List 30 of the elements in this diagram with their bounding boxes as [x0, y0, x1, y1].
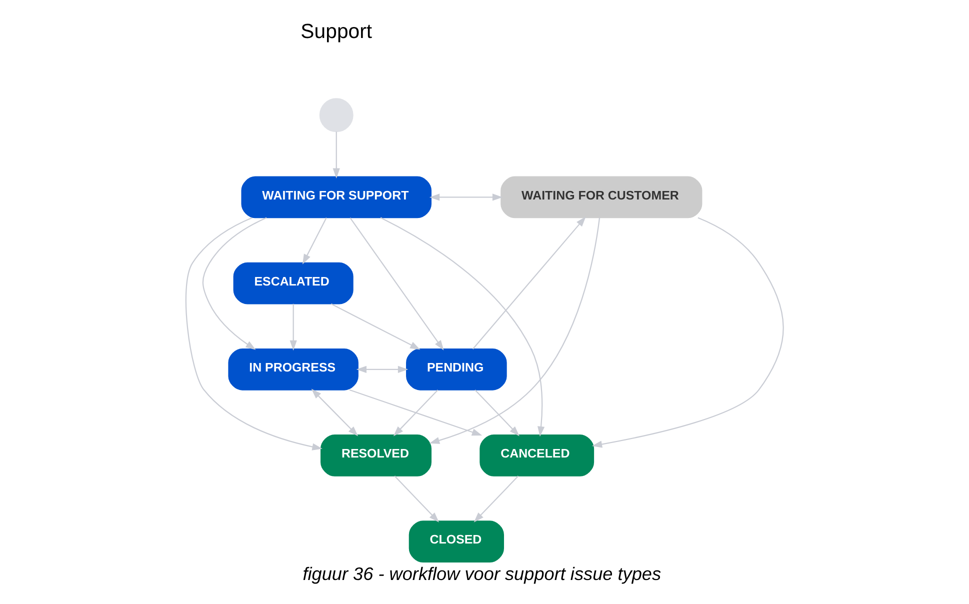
arrow [592, 217, 784, 448]
label: Support [300, 20, 372, 43]
node-box: IN PROGRESS [228, 348, 358, 390]
arrow [380, 217, 545, 437]
arrow [429, 194, 503, 201]
arrow [311, 388, 358, 436]
node-box: RESOLVED [320, 434, 432, 476]
arrow [185, 217, 322, 450]
arrow [302, 218, 327, 264]
node-box: WAITING FOR CUSTOMER [500, 176, 702, 218]
arrow [393, 390, 438, 436]
arrow [474, 390, 520, 436]
node-box: ESCALATED [233, 262, 354, 304]
arrow [349, 389, 482, 436]
arrow [332, 132, 340, 179]
node-box: CANCELED [480, 434, 594, 476]
arrow [472, 216, 586, 350]
node-box: WAITING FOR SUPPORT [241, 176, 432, 218]
caption: figuur 36 - workflow voor support issue types [302, 564, 662, 584]
arrow [202, 217, 267, 350]
node-circle [319, 98, 354, 132]
arrow [356, 366, 408, 373]
arrow [350, 218, 444, 350]
arrow [290, 304, 297, 351]
arrow [330, 303, 420, 350]
arrow [394, 476, 440, 522]
arrow [474, 476, 519, 522]
node-box: PENDING [406, 348, 507, 390]
node-box: CLOSED [408, 520, 504, 563]
arrow [429, 218, 600, 444]
